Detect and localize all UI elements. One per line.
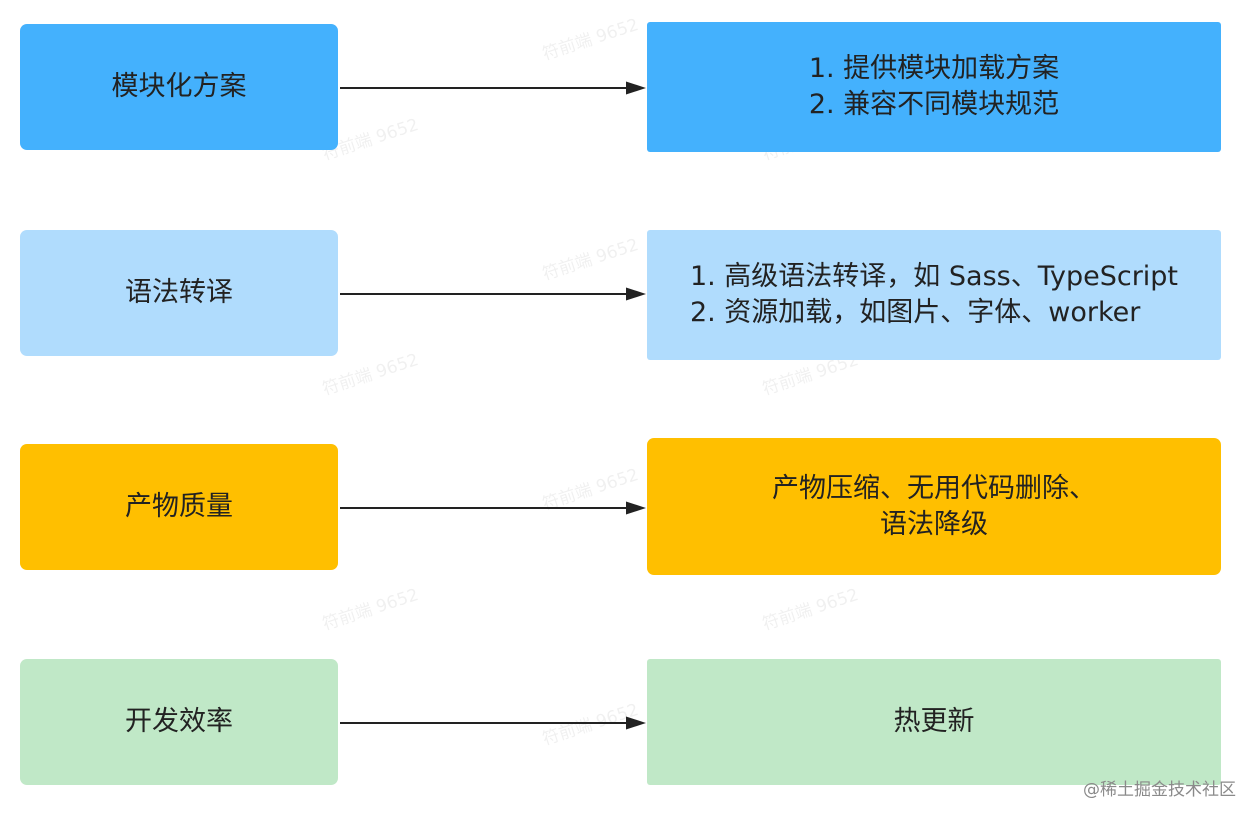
detail-line: 2. 兼容不同模块规范 [808,89,1060,120]
node-label: 开发效率 [125,706,233,737]
node-quality-details: 产物压缩、无用代码删除、 语法降级 [647,438,1221,575]
node-label: 产物质量 [125,491,233,522]
arrow-row-4 [340,716,646,730]
source-credit: @稀土掘金技术社区 [1083,780,1236,800]
arrow-row-2 [340,287,646,301]
watermark: 符前端 9652 [760,584,862,635]
node-label: 语法转译 [125,277,233,308]
watermark: 符前端 9652 [320,584,422,635]
arrow-row-3 [340,501,646,515]
node-label: 模块化方案 [111,71,247,102]
arrow-row-1 [340,81,646,95]
detail-line: 1. 提供模块加载方案 [808,53,1060,84]
detail-line: 热更新 [893,706,975,737]
node-syntax-details: 1. 高级语法转译，如 Sass、TypeScript 2. 资源加载，如图片、… [647,230,1221,360]
node-efficiency-details: 热更新 [647,659,1221,785]
detail-line: 语法降级 [880,508,988,540]
detail-line: 1. 高级语法转译，如 Sass、TypeScript [689,261,1179,292]
node-module-solution: 模块化方案 [20,24,338,150]
watermark: 符前端 9652 [540,14,642,65]
node-dev-efficiency: 开发效率 [20,659,338,785]
node-output-quality: 产物质量 [20,444,338,570]
detail-line: 产物压缩、无用代码删除、 [772,472,1096,504]
detail-line: 2. 资源加载，如图片、字体、worker [689,297,1141,328]
node-syntax-transpile: 语法转译 [20,230,338,356]
node-module-details: 1. 提供模块加载方案 2. 兼容不同模块规范 [647,22,1221,152]
watermark: 符前端 9652 [540,234,642,285]
